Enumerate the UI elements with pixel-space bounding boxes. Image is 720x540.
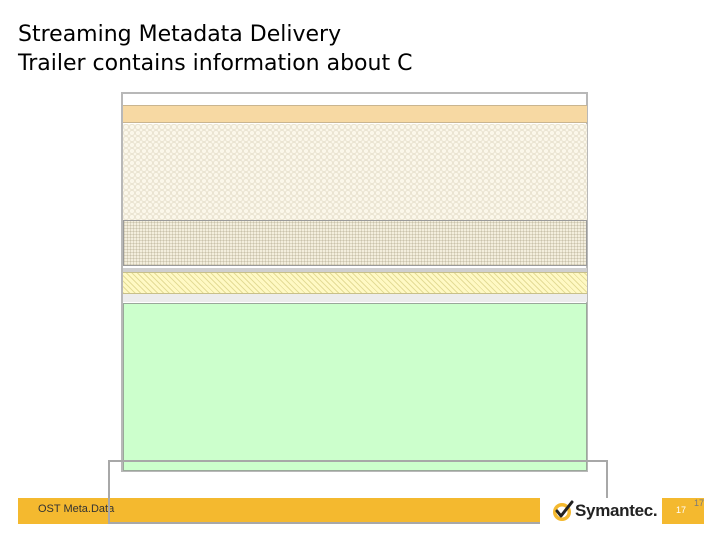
footer-label: OST Meta.Data (38, 503, 115, 515)
divider-band (123, 268, 587, 272)
title-line-1: Streaming Metadata Delivery (18, 22, 342, 47)
title-line-2: Trailer contains information about C (18, 51, 413, 76)
gap-band (123, 294, 587, 302)
data-block-green (123, 303, 587, 471)
pattern-band-grid (123, 220, 587, 266)
page-number: 17 (675, 505, 686, 515)
lower-frame (108, 460, 608, 524)
symantec-logo-icon (553, 500, 574, 521)
pattern-band-stripes (123, 272, 587, 294)
slide-title: Streaming Metadata Delivery Trailer cont… (18, 20, 412, 78)
pattern-band-circles (123, 124, 587, 220)
logo-text: Symantec. (575, 501, 658, 520)
header-band (123, 105, 587, 123)
page-number-ghost: 17 (694, 498, 705, 508)
